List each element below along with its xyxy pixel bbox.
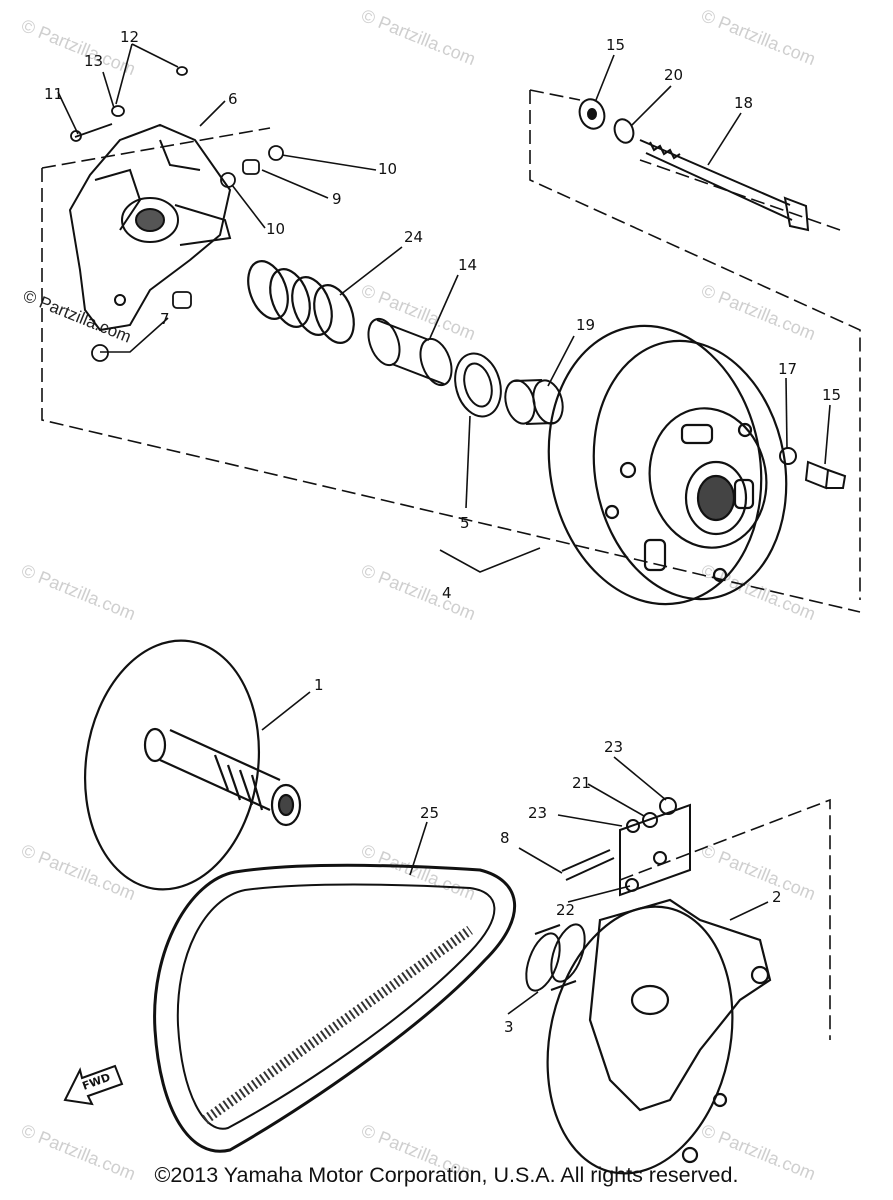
- drive-belt: [153, 863, 516, 1153]
- watermark: © Partzilla.com: [359, 5, 479, 69]
- bolt-assembly: [578, 98, 810, 232]
- callout-18: 18: [734, 94, 753, 112]
- callout-6: 6: [228, 90, 238, 108]
- callout-24: 24: [404, 228, 423, 246]
- callout-10b: 10: [266, 220, 285, 238]
- group-borders: [41, 89, 861, 1040]
- callout-2: 2: [772, 888, 782, 906]
- watermark: © Partzilla.com: [19, 560, 139, 624]
- watermark: © Partzilla.com: [699, 280, 819, 344]
- callout-numbers: 11 13 12 6 10 9 10 7 24 14 19 5 4 15 20 …: [44, 28, 841, 1036]
- watermark-layer: © Partzilla.com © Partzilla.com © Partzi…: [19, 5, 819, 1184]
- leader-lines: [57, 43, 831, 1015]
- callout-9: 9: [332, 190, 342, 208]
- callout-1: 1: [314, 676, 324, 694]
- movable-sheave: [546, 898, 772, 1175]
- callout-8: 8: [500, 829, 510, 847]
- bracket-assembly: [68, 123, 232, 332]
- callout-15b: 15: [822, 386, 841, 404]
- watermark: © Partzilla.com: [699, 840, 819, 904]
- weight-hardware: [561, 797, 691, 897]
- callout-23b: 23: [528, 804, 547, 822]
- forward-arrow: FWD: [63, 1064, 124, 1106]
- callout-22: 22: [556, 901, 575, 919]
- callout-13: 13: [84, 52, 103, 70]
- fixed-sheave: [83, 639, 302, 891]
- callout-14: 14: [458, 256, 477, 274]
- watermark: © Partzilla.com: [19, 15, 139, 79]
- callout-7: 7: [160, 310, 170, 328]
- oil-seal: [454, 352, 502, 418]
- callout-12: 12: [120, 28, 139, 46]
- callout-3: 3: [504, 1018, 514, 1036]
- watermark: © Partzilla.com: [699, 5, 819, 69]
- callout-17: 17: [778, 360, 797, 378]
- callout-4: 4: [442, 584, 452, 602]
- small-hardware: [70, 66, 284, 362]
- callout-11: 11: [44, 85, 63, 103]
- callout-10a: 10: [378, 160, 397, 178]
- callout-25: 25: [420, 804, 439, 822]
- callout-20: 20: [664, 66, 683, 84]
- callout-23a: 23: [604, 738, 623, 756]
- watermark: © Partzilla.com: [359, 280, 479, 344]
- copyright-notice: ©2013 Yamaha Motor Corporation, U.S.A. A…: [154, 1163, 739, 1187]
- callout-19: 19: [576, 316, 595, 334]
- watermark: © Partzilla.com: [359, 560, 479, 624]
- collar: [367, 317, 453, 387]
- bushing: [525, 923, 586, 992]
- bolt-16-nut-17: [779, 447, 847, 490]
- callout-5: 5: [460, 514, 470, 532]
- drive-drum: [547, 324, 788, 606]
- bearing: [504, 379, 564, 425]
- callout-21: 21: [572, 774, 591, 792]
- spring: [247, 260, 355, 344]
- callout-15a: 15: [606, 36, 625, 54]
